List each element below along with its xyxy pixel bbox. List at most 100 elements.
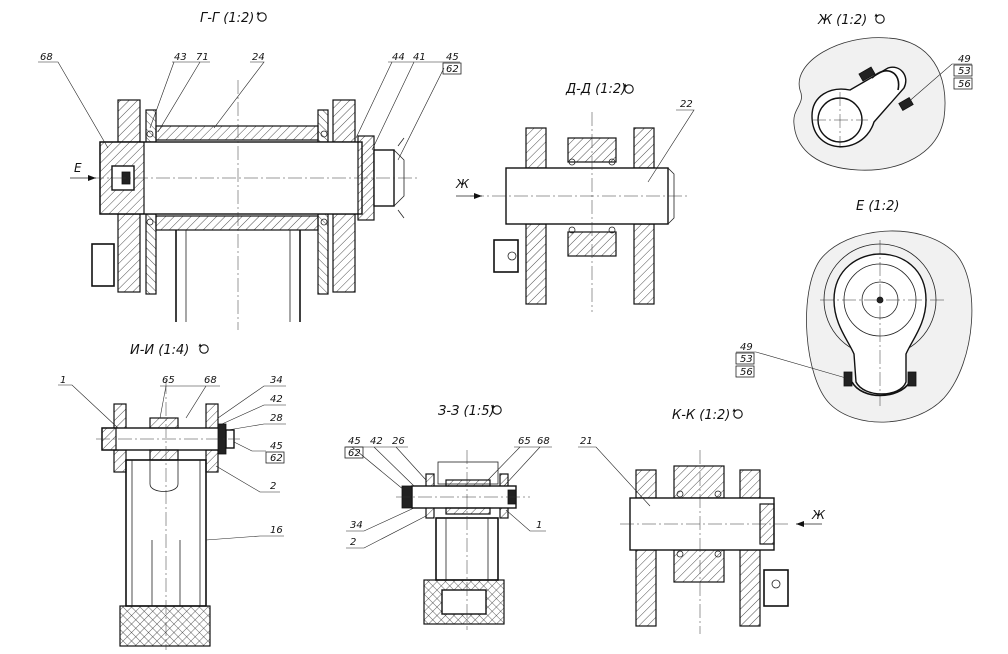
callout-45: 45 [270,441,283,452]
callout-65: 65 [162,375,175,386]
callout-28: 28 [270,413,283,424]
flange [633,127,655,169]
hub [149,417,179,429]
callout-56: 56 [740,367,753,378]
callout-62: 62 [270,453,283,464]
base-window [441,589,487,615]
arrow-letter: Ж [811,508,826,522]
tube-bottom [155,215,319,231]
callout-43: 43 [174,52,187,63]
bracket [91,243,115,287]
callout-box [735,352,755,365]
leader-line [487,446,521,481]
flange [525,127,547,169]
callout-42: 42 [370,436,383,447]
plate [317,213,329,295]
leader-line [205,535,284,541]
callout-box [953,64,973,77]
callout-68: 68 [204,375,217,386]
callout-62: 62 [348,448,361,459]
leader-line [905,63,972,105]
callout-44: 44 [392,52,405,63]
tube-top [155,125,319,141]
bearing-ball [320,130,328,138]
bolt-head [507,251,517,261]
callout-box [953,77,973,90]
leader-line [159,385,167,419]
view-title: К-К (1:2) [672,408,730,423]
bracket [493,239,519,273]
flange [205,449,219,473]
leader-line [233,441,266,452]
flange [739,549,761,627]
flange [525,223,547,305]
leader-line [213,61,265,129]
flange-right-top [332,99,356,143]
leader-line [355,61,393,139]
bearing-ball [320,218,328,226]
flange-left-bottom [117,213,141,293]
view-title: Ж (1:2) [817,13,867,28]
callout-45: 45 [348,436,361,447]
view-zh: Ж (1:2) 49 53 56 [793,12,973,171]
callout-34: 34 [350,520,363,531]
screw [858,66,876,82]
callout-box [735,365,755,378]
leader-line [371,61,415,151]
callout-22: 22 [680,99,693,110]
callout-49: 49 [958,54,971,65]
callout-53: 53 [958,66,971,77]
view-arrow-head [474,193,482,199]
callout-68: 68 [537,436,550,447]
callout-56: 56 [958,79,971,90]
bearing-ball [568,158,576,166]
callout-24: 24 [252,52,265,63]
slot [149,460,179,492]
flange [633,223,655,305]
flange [635,549,657,627]
rotation-icon [255,10,267,22]
view-title: Е (1:2) [856,199,899,214]
bearing-ball [608,226,616,234]
plate [145,213,157,295]
callout-1: 1 [60,375,66,386]
leader-line [185,385,207,419]
leader-line [346,515,427,549]
view-title: Г-Г (1:2) [200,11,254,26]
flange [739,469,761,499]
flange-right-bottom [332,213,356,293]
view-arrow-head [796,521,804,527]
hub-bottom [673,549,725,583]
bearing-ball [676,490,684,498]
leader-line [503,446,541,487]
callout-box [265,451,285,464]
bearing-ball [146,218,154,226]
view-arrow-head [88,175,96,181]
view-e: Е (1:2) 49 53 56 [735,199,973,423]
cotter-pin [397,137,405,147]
base-block [119,605,211,647]
leader-line [227,423,286,431]
leader-line [221,404,286,425]
leader-line [346,507,415,532]
bearing-ball [568,226,576,234]
clamp [871,70,900,91]
callout-41: 41 [413,52,426,63]
flange [113,449,127,473]
leader-line [217,385,286,419]
callout-34: 34 [270,375,283,386]
callout-62: 62 [446,64,459,75]
callout-65: 65 [518,436,531,447]
leader-line [373,446,415,487]
leader-line [578,446,651,507]
view-section-zz: З-З (1:5) 45 42 26 62 65 68 34 2 1 [344,403,552,630]
view-section-ii: И-И (1:4) 1 65 68 34 42 28 45 [58,342,286,650]
arrow-letter: Ж [455,177,470,191]
screw [907,371,917,387]
bracket [763,569,789,607]
leader-line [647,109,695,183]
callout-45: 45 [446,52,459,63]
callout-16: 16 [270,525,283,536]
view-section-dd: Д-Д (1:2) Ж 22 [455,82,695,312]
callout-2: 2 [350,537,356,548]
